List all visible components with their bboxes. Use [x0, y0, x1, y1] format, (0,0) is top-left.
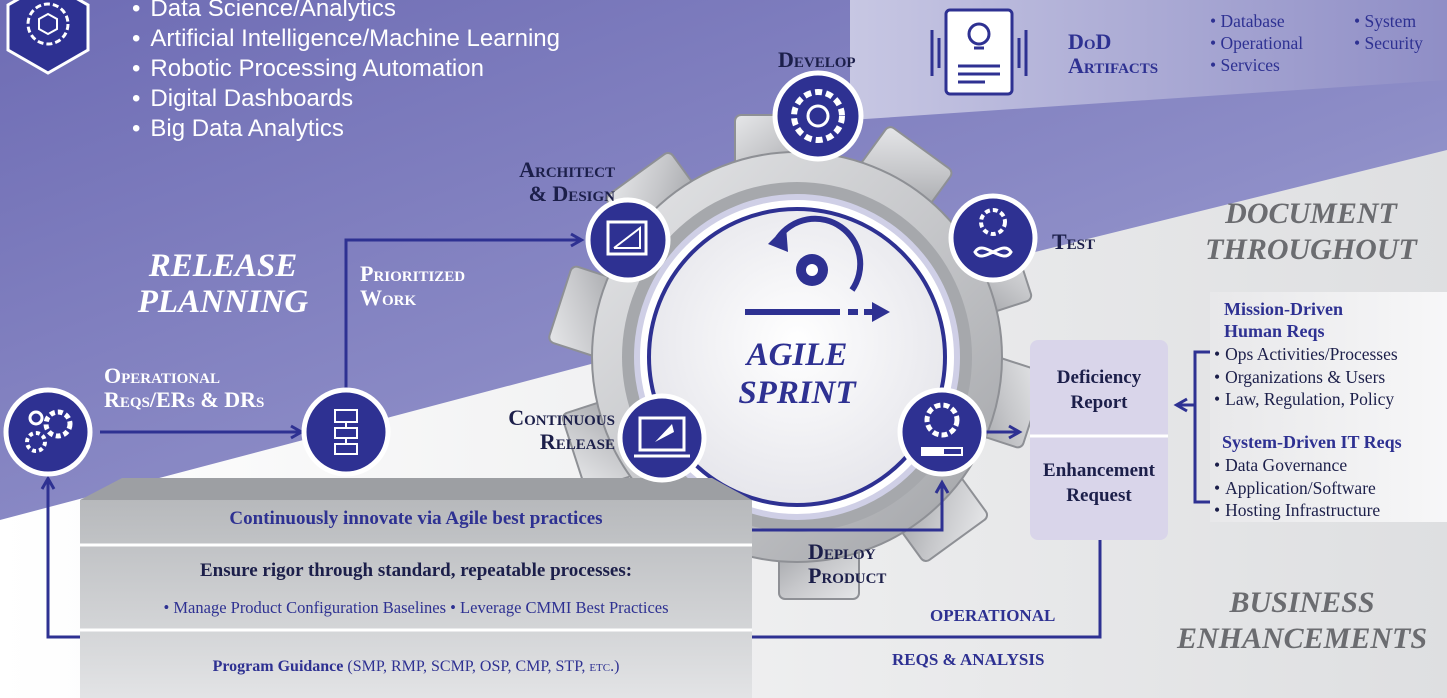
program-guidance-end: ) [614, 658, 620, 675]
phase-architect-line1: Architect [519, 157, 615, 182]
deficiency-report: Deficiency Report [1030, 365, 1168, 415]
enhancement-line1: Enhancement [1043, 460, 1155, 481]
program-guidance-etc: etc. [589, 658, 615, 675]
phase-operational-reqs: Operational Reqs/ERs & DRs [104, 364, 264, 412]
artifact-item: • Operational [1210, 33, 1304, 53]
phase-prioritized-work: Prioritized Work [360, 262, 465, 310]
business-enhancements-label: BUSINESS ENHANCEMENTS [1162, 585, 1442, 657]
phase-architect-line2: & Design [528, 181, 615, 206]
mission-reqs-title: Mission-Driven Human Reqs [1224, 298, 1343, 342]
gear-progress-icon [897, 387, 987, 477]
mission-title-line1: Mission-Driven [1224, 299, 1343, 319]
enhancement-line2: Request [1066, 485, 1132, 506]
phase-develop: Develop [778, 47, 856, 72]
sprint-line1: AGILE [746, 337, 848, 373]
system-req-item: Data Governance [1214, 454, 1380, 477]
gear-infinity-icon [948, 193, 1038, 283]
artifact-item: • Database [1210, 11, 1285, 31]
business-line2: ENHANCEMENTS [1176, 622, 1428, 655]
business-line1: BUSINESS [1229, 586, 1375, 619]
hex-cube-icon [6, 0, 90, 75]
system-req-item: Application/Software [1214, 477, 1380, 500]
artifact-item: • System [1354, 11, 1417, 31]
practices-box [80, 500, 752, 698]
document-line1: DOCUMENT [1225, 197, 1397, 230]
phase-operational-line1: Operational [104, 363, 221, 388]
agile-sprint-label: AGILE SPRINT [717, 336, 877, 412]
capability-item: Digital Dashboards [132, 84, 560, 114]
capability-item: Artificial Intelligence/Machine Learning [132, 24, 560, 54]
requirements-bracket [1193, 350, 1210, 504]
release-line1: RELEASE [148, 248, 298, 284]
mission-title-line2: Human Reqs [1224, 321, 1325, 341]
program-guidance: Program Guidance (SMP, RMP, SCMP, OSP, C… [80, 658, 752, 676]
artifact-item: • Services [1210, 55, 1280, 75]
program-guidance-title: Program Guidance [212, 658, 344, 675]
mission-req-item: Ops Activities/Processes [1214, 343, 1398, 366]
gear-wrench-icon [772, 70, 864, 162]
artifacts-title-line2: Artifacts [1068, 53, 1159, 78]
mission-req-item: Law, Regulation, Policy [1214, 388, 1398, 411]
capability-item: Robotic Processing Automation [132, 54, 560, 84]
system-reqs-list: Data Governance Application/Software Hos… [1214, 454, 1380, 522]
arrow-prioritized-work [344, 232, 585, 392]
practices-box-top [80, 478, 752, 500]
ops-analysis-line1: OPERATIONAL [930, 606, 1056, 625]
enhancement-request: Enhancement Request [1030, 458, 1168, 508]
release-planning-label: RELEASE PLANNING [128, 248, 318, 320]
practice-baselines: • Manage Product Configuration Baselines… [163, 598, 669, 617]
sprint-line2: SPRINT [738, 375, 856, 411]
document-line2: THROUGHOUT [1205, 233, 1417, 266]
practice-rigor: Ensure rigor through standard, repeatabl… [199, 560, 633, 581]
system-req-item: Hosting Infrastructure [1214, 499, 1380, 522]
artifacts-list-2: • System • Security [1354, 10, 1423, 54]
deficiency-line1: Deficiency [1056, 367, 1142, 388]
release-line2: PLANNING [137, 284, 309, 320]
rocket-laptop-icon [617, 393, 707, 483]
gear-cycle-arrow-icon [745, 215, 890, 322]
deficiency-line2: Report [1070, 392, 1128, 413]
phase-deploy-line1: Deploy [808, 539, 876, 564]
phase-continuous-release: Continuous Release [455, 406, 615, 454]
flowchart-icon [301, 387, 391, 477]
phase-test: Test [1052, 229, 1096, 254]
mission-reqs-list: Ops Activities/Processes Organizations &… [1214, 343, 1398, 411]
capability-item: Big Data Analytics [132, 114, 560, 144]
phase-deploy-line2: Product [808, 563, 887, 588]
artifact-item: • Security [1354, 33, 1423, 53]
capability-item: Data Science/Analytics [132, 0, 560, 24]
report-box [1030, 340, 1168, 540]
program-guidance-list: (SMP, RMP, SCMP, OSP, CMP, STP, [343, 658, 590, 675]
document-throughout-label: DOCUMENT THROUGHOUT [1186, 196, 1436, 268]
ops-analysis-line2: REQS & ANALYSIS [892, 650, 1045, 669]
phase-architect: Architect & Design [487, 158, 615, 206]
practice-innovate: Continuously innovate via Agile best pra… [229, 508, 603, 529]
phase-prioritized-line1: Prioritized [360, 261, 466, 286]
phase-operational-line2: Reqs/ERs & DRs [104, 387, 265, 412]
mission-req-item: Organizations & Users [1214, 366, 1398, 389]
artifacts-title-line1: DoD [1068, 29, 1112, 54]
artifacts-list-1: • Database • Operational • Services [1210, 10, 1303, 76]
lightbulb-document-icon [930, 8, 1028, 96]
phase-prioritized-line2: Work [360, 285, 417, 310]
gears-icon [3, 387, 93, 477]
system-reqs-title: System-Driven IT Reqs [1222, 432, 1402, 452]
artifacts-title: DoD Artifacts [1068, 30, 1158, 78]
phase-deploy-product: Deploy Product [808, 540, 886, 588]
blueprint-icon [585, 197, 671, 283]
capabilities-list: Data Science/Analytics Artificial Intell… [132, 0, 560, 144]
phase-continuous-line1: Continuous [508, 405, 615, 430]
phase-continuous-line2: Release [539, 429, 615, 454]
